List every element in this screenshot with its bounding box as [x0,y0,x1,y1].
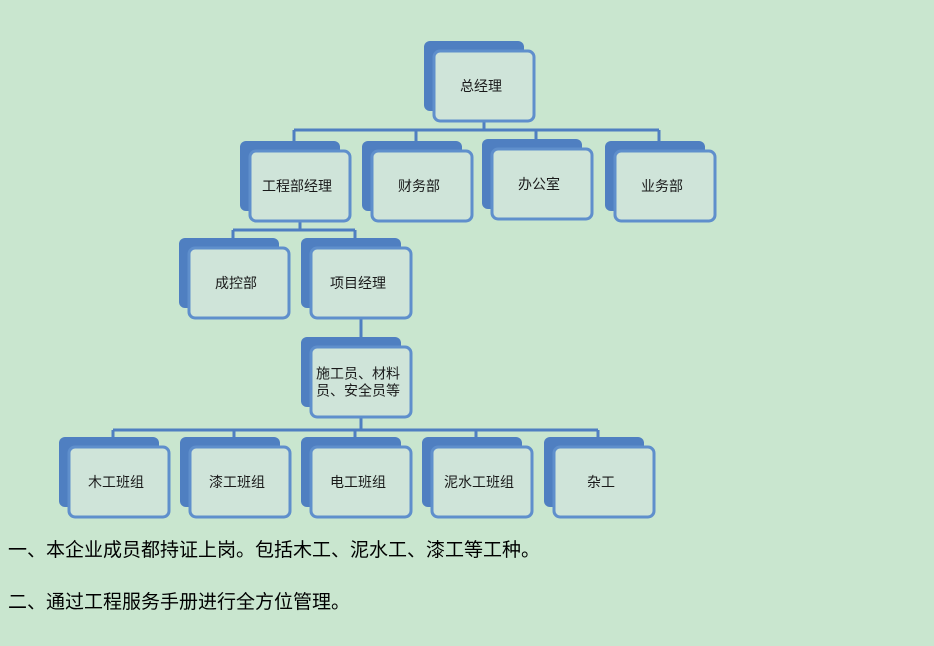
node-electrical-team-label: 电工班组 [330,475,386,491]
node-masonry-team: 泥水工班组 [422,437,534,519]
node-painting-team-box [188,445,292,519]
node-engineering-manager-label: 工程部经理 [262,179,332,195]
node-masonry-team-box [430,445,534,519]
node-masonry-team-label: 泥水工班组 [444,475,514,491]
note-line-1: 一、本企业成员都持证上岗。包括木工、泥水工、漆工等工种。 [8,539,541,561]
node-carpentry-team-box [67,445,171,519]
node-business-dept-box [613,149,717,223]
node-electrical-team-box [309,445,413,519]
node-general-labor-box [552,445,656,519]
node-general-labor: 杂工 [544,437,656,519]
node-site-staff-box [309,345,413,419]
node-carpentry-team: 木工班组 [59,437,171,519]
node-finance-dept-label: 财务部 [398,179,440,195]
node-office: 办公室 [482,139,594,221]
node-finance-dept-box [370,149,474,223]
node-general-manager: 总经理 [424,41,536,123]
node-general-manager-box [432,49,536,123]
node-site-staff-label: 施工员、材料 [316,367,400,383]
node-electrical-team: 电工班组 [301,437,413,519]
node-cost-control-dept-label: 成控部 [215,276,257,292]
node-project-manager-label: 项目经理 [330,276,386,292]
node-project-manager: 项目经理 [301,238,413,320]
node-office-box [490,147,594,221]
node-general-labor-label: 杂工 [587,475,615,491]
node-general-manager-label: 总经理 [460,79,502,95]
node-engineering-manager-box [248,149,352,223]
note-line-2: 二、通过工程服务手册进行全方位管理。 [8,591,351,613]
node-cost-control-dept: 成控部 [179,238,291,320]
node-carpentry-team-label: 木工班组 [88,475,144,491]
node-office-label: 办公室 [518,176,560,193]
node-project-manager-box [309,246,413,320]
node-business-dept: 业务部 [605,141,717,223]
node-finance-dept: 财务部 [362,141,474,223]
node-site-staff-label: 员、安全员等 [316,383,400,400]
node-site-staff: 施工员、材料员、安全员等 [301,337,413,419]
node-painting-team-label: 漆工班组 [209,475,265,491]
node-painting-team: 漆工班组 [180,437,292,519]
node-cost-control-dept-box [187,246,291,320]
node-engineering-manager: 工程部经理 [240,141,352,223]
node-business-dept-label: 业务部 [641,179,683,195]
notes: 一、本企业成员都持证上岗。包括木工、泥水工、漆工等工种。 二、通过工程服务手册进… [8,536,928,640]
